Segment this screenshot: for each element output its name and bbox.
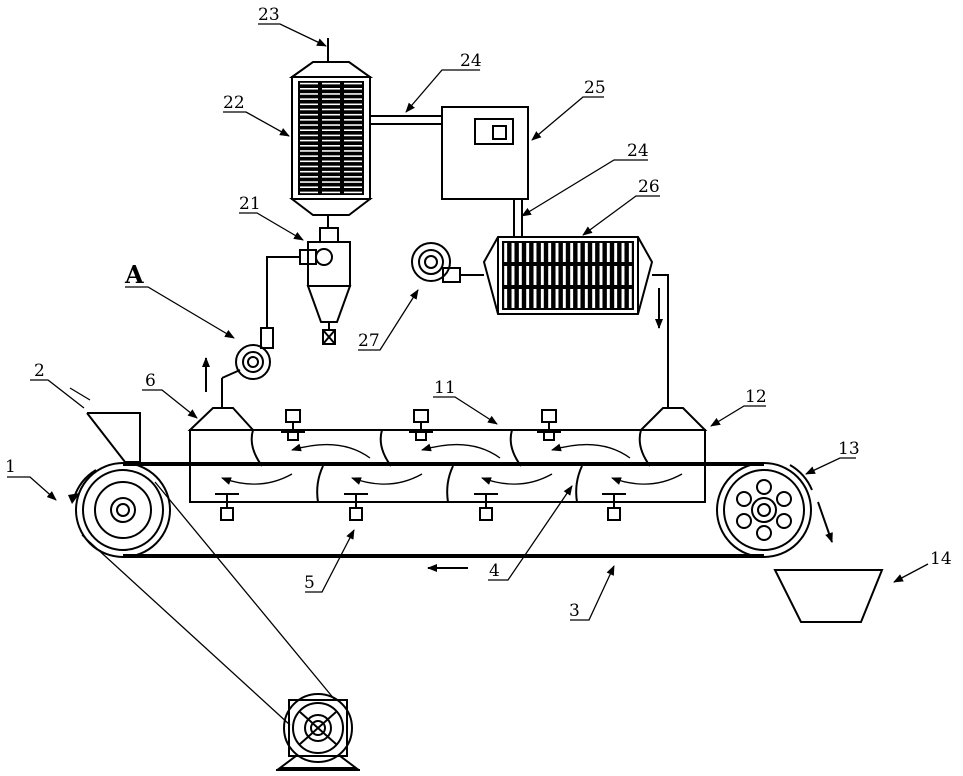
collection-bin — [775, 570, 882, 622]
leader-lines — [7, 24, 928, 620]
exhaust-hood-left — [190, 408, 253, 466]
label-24-lower: 24 — [627, 141, 649, 161]
part-labels: 1 2 3 4 5 6 11 12 13 14 21 22 23 24 24 2… — [5, 5, 952, 621]
heat-exchanger — [484, 237, 652, 314]
label-24-upper: 24 — [460, 51, 482, 71]
label-23: 23 — [258, 5, 280, 25]
drive-pulley — [68, 463, 170, 557]
fan-to-cyclone-pipe — [267, 257, 300, 328]
control-box — [442, 107, 528, 199]
label-4: 4 — [489, 561, 500, 581]
label-12: 12 — [745, 387, 767, 407]
label-13: 13 — [838, 439, 860, 459]
driven-pulley — [717, 463, 832, 557]
label-11: 11 — [434, 378, 456, 398]
label-21: 21 — [239, 194, 261, 214]
label-2: 2 — [34, 361, 45, 381]
label-22: 22 — [223, 93, 245, 113]
condenser-column — [292, 38, 370, 228]
label-14: 14 — [930, 549, 952, 569]
supply-blower — [412, 243, 484, 282]
label-A: A — [124, 260, 144, 289]
label-3: 3 — [569, 601, 580, 621]
connection-pipe-upper — [370, 116, 442, 124]
drive-motor — [82, 482, 360, 770]
connection-pipe-lower — [514, 199, 522, 237]
hot-air-supply-pipe — [652, 275, 668, 408]
exhaust-fan — [206, 328, 273, 408]
label-6: 6 — [145, 371, 156, 391]
conveyor-belt — [123, 464, 764, 556]
label-5: 5 — [304, 573, 315, 593]
label-26: 26 — [638, 177, 660, 197]
label-1: 1 — [5, 457, 16, 477]
feed-hopper — [70, 388, 140, 462]
label-27: 27 — [358, 331, 380, 351]
top-nozzles — [281, 410, 561, 440]
label-25: 25 — [584, 78, 606, 98]
inlet-hood-right — [641, 408, 705, 466]
cyclone-separator — [300, 228, 350, 344]
